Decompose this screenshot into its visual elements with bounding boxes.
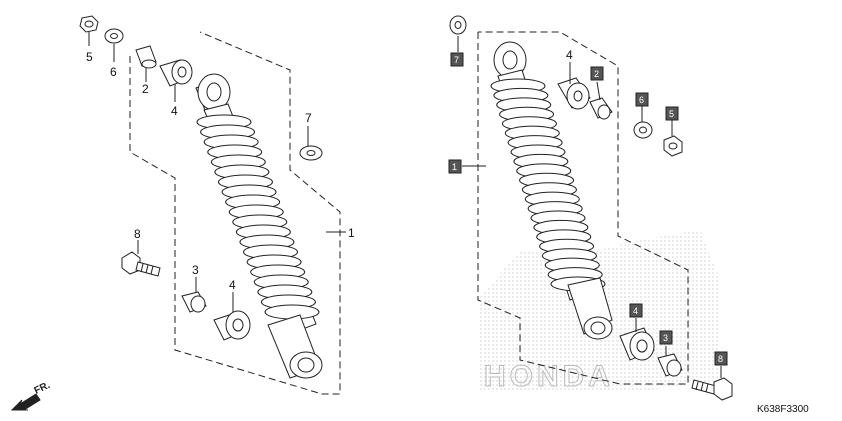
front-label: FR. bbox=[33, 380, 52, 397]
spring-coil bbox=[264, 304, 320, 320]
svg-text:8: 8 bbox=[718, 354, 723, 364]
callout-3: 3 bbox=[192, 263, 199, 277]
left-dashed-outline bbox=[129, 31, 341, 395]
boxed-callout-8: 8 bbox=[714, 351, 728, 366]
bolt-icon bbox=[691, 377, 733, 401]
boxed-callout-7: 7 bbox=[450, 52, 464, 67]
svg-text:1: 1 bbox=[452, 162, 457, 172]
lower-collar-icon bbox=[657, 353, 683, 377]
washer-icon bbox=[104, 28, 124, 44]
nut-icon bbox=[79, 15, 99, 33]
callout-2: 2 bbox=[142, 82, 149, 96]
right-assembly: HONDA bbox=[448, 15, 733, 401]
svg-text:2: 2 bbox=[594, 69, 599, 79]
shock-absorber-icon bbox=[490, 41, 613, 340]
right-dashed-outline bbox=[477, 31, 689, 385]
svg-text:6: 6 bbox=[639, 95, 644, 105]
boxed-callout-1: 1 bbox=[448, 159, 462, 174]
washer-icon bbox=[633, 121, 653, 139]
left-leader-lines bbox=[88, 32, 346, 312]
collar-icon bbox=[589, 97, 613, 120]
right-leader-lines bbox=[457, 36, 722, 378]
figure-code: K638F3300 bbox=[757, 404, 809, 415]
nut-icon bbox=[663, 135, 683, 157]
shock-absorber-icon bbox=[195, 73, 323, 379]
callout-4: 4 bbox=[566, 48, 573, 62]
bushing-icon bbox=[159, 59, 193, 87]
callout-1: 1 bbox=[348, 226, 355, 240]
boxed-callout-5: 5 bbox=[665, 106, 679, 121]
collar-icon bbox=[135, 45, 157, 69]
left-assembly: 5 6 2 4 7 1 8 3 4 bbox=[79, 15, 355, 395]
bushing-icon bbox=[557, 77, 591, 110]
callout-7: 7 bbox=[305, 111, 312, 125]
lower-collar-icon bbox=[181, 291, 207, 313]
callout-8: 8 bbox=[134, 227, 141, 241]
svg-text:5: 5 bbox=[669, 109, 674, 119]
washer-icon bbox=[449, 15, 467, 35]
boxed-callout-3: 3 bbox=[659, 330, 673, 345]
boxed-callout-2: 2 bbox=[590, 66, 604, 81]
lower-bushing-icon bbox=[619, 327, 655, 361]
lower-bushing-icon bbox=[213, 310, 251, 341]
svg-text:3: 3 bbox=[663, 333, 668, 343]
callout-4: 4 bbox=[171, 104, 178, 118]
callout-4-lower: 4 bbox=[229, 278, 236, 292]
rubber-washer-icon bbox=[299, 145, 323, 161]
callout-6: 6 bbox=[110, 65, 117, 79]
front-arrow: FR. bbox=[10, 380, 52, 411]
boxed-callout-6: 6 bbox=[635, 92, 649, 107]
svg-text:7: 7 bbox=[454, 55, 459, 65]
boxed-callout-4: 4 bbox=[629, 303, 643, 318]
watermark-text: HONDA bbox=[484, 360, 614, 393]
bolt-icon bbox=[121, 251, 161, 277]
svg-text:4: 4 bbox=[633, 306, 638, 316]
callout-5: 5 bbox=[86, 50, 93, 64]
